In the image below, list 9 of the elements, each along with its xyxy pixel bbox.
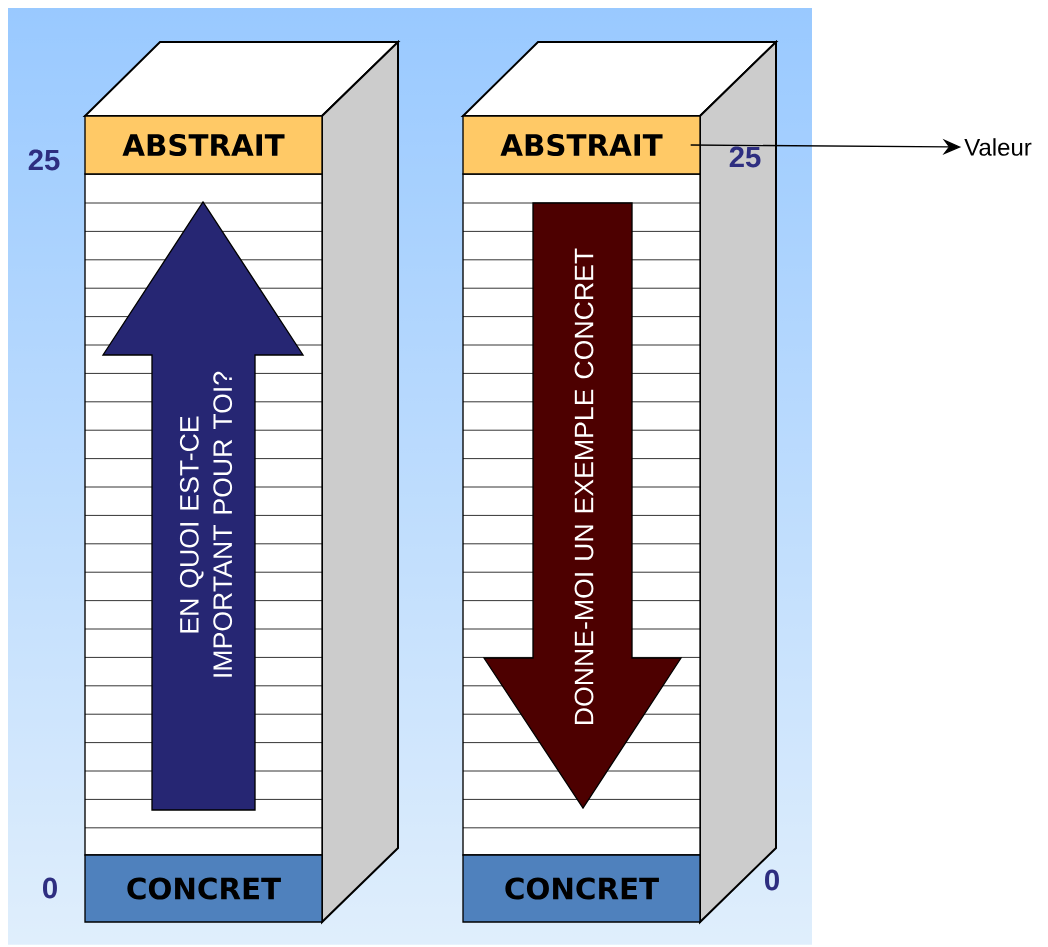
abstract-band: ABSTRAIT	[84, 115, 323, 175]
scale-number: 25	[729, 146, 761, 168]
value-label: Valeur	[964, 138, 1032, 156]
concrete-band: CONCRET	[84, 854, 323, 923]
scale-number: 0	[43, 877, 57, 899]
scale-number: 25	[28, 149, 60, 171]
concrete-band: CONCRET	[462, 854, 701, 923]
abstract-band: ABSTRAIT	[462, 115, 701, 175]
scale-number: 0	[765, 869, 779, 891]
